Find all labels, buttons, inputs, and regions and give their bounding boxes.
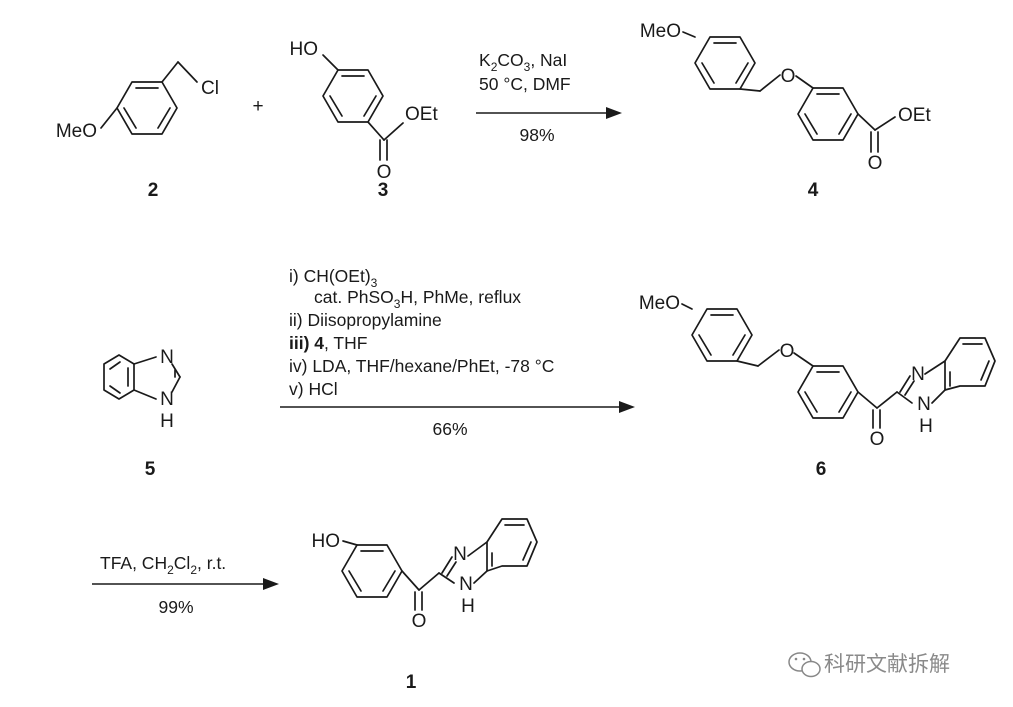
compound-3-ho-label: HO	[290, 39, 319, 60]
step2-line4-bold: iii) 4	[289, 333, 324, 353]
step3-yield: 99%	[158, 597, 193, 617]
step2-line4: iii) 4, THF	[289, 333, 367, 353]
compound-3-structure: HO OEt O	[290, 39, 439, 183]
compound-2-structure: Cl MeO	[56, 61, 219, 142]
compound-5-structure: N N H	[103, 347, 181, 432]
compound-6-ether-o: O	[780, 341, 795, 362]
compound-2-number: 2	[148, 180, 159, 201]
step3-reagents: TFA, CH2Cl2, r.t.	[100, 553, 226, 577]
compound-1-h-label: H	[461, 596, 475, 617]
compound-3-number: 3	[378, 180, 389, 201]
compound-5-n-label: N	[160, 347, 174, 368]
compound-2-cl-label: Cl	[201, 78, 219, 99]
wechat-icon	[788, 652, 821, 678]
step2-line6: v) HCl	[289, 379, 338, 399]
compound-6-n-label: N	[911, 364, 925, 385]
watermark-text: 科研文献拆解	[824, 652, 950, 676]
step2-line4-rest: , THF	[324, 333, 367, 353]
step1-reagents-line1: K2CO3, NaI	[479, 50, 567, 74]
step1-yield: 98%	[519, 125, 554, 145]
compound-1-carbonyl-o: O	[412, 611, 427, 632]
compound-6-carbonyl-o: O	[870, 429, 885, 450]
compound-4-ome-label: MeO	[640, 21, 681, 42]
compound-4-ether-o: O	[781, 66, 796, 87]
compound-6-ome-label: MeO	[639, 293, 680, 314]
compound-1-ho-label: HO	[312, 531, 341, 552]
step2-line5: iv) LDA, THF/hexane/PhEt, -78 °C	[289, 356, 554, 376]
compound-3-oet-label: OEt	[405, 104, 438, 125]
step1-reagents-line2: 50 °C, DMF	[479, 74, 571, 94]
compound-1-structure: HO O N N H	[312, 518, 538, 632]
step2-arrowhead	[619, 401, 635, 413]
compound-1-n-label: N	[453, 544, 467, 565]
compound-5-nh-n-label: N	[160, 389, 174, 410]
plus-sign: +	[252, 96, 263, 117]
compound-1-number: 1	[406, 672, 417, 693]
step1-arrowhead	[606, 107, 622, 119]
compound-1-nh-n-label: N	[459, 574, 473, 595]
compound-5-h-label: H	[160, 411, 174, 432]
compound-6-structure: MeO O O N N H	[639, 293, 996, 450]
compound-3-carbonyl-o: O	[377, 162, 392, 183]
compound-4-carbonyl-o: O	[868, 153, 883, 174]
compound-6-number: 6	[816, 459, 827, 480]
watermark: 科研文献拆解	[788, 652, 950, 678]
step2-yield: 66%	[432, 419, 467, 439]
step2-line3: ii) Diisopropylamine	[289, 310, 442, 330]
compound-4-oet-label: OEt	[898, 105, 931, 126]
compound-6-h-label: H	[919, 416, 933, 437]
step3-arrowhead	[263, 578, 279, 590]
compound-4-number: 4	[808, 180, 819, 201]
step2-line2: cat. PhSO3H, PhMe, reflux	[314, 287, 521, 311]
compound-4-structure: MeO O OEt O	[640, 21, 932, 174]
compound-2-ome-label: MeO	[56, 121, 97, 142]
compound-6-nh-n-label: N	[917, 394, 931, 415]
compound-5-number: 5	[145, 459, 156, 480]
